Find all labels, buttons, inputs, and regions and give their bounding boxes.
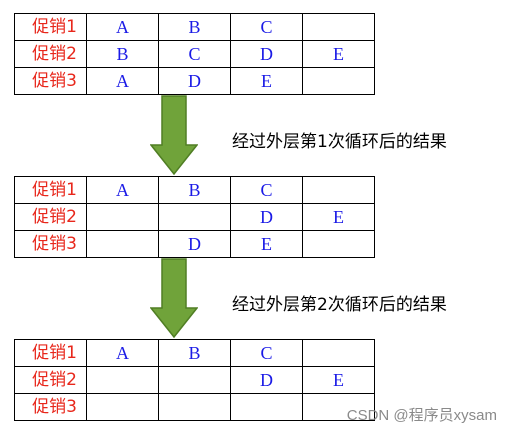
row-label: 促销1 <box>14 339 87 367</box>
cell: C <box>230 339 303 367</box>
row-label: 促销3 <box>14 230 87 258</box>
cell <box>302 13 375 41</box>
cell: D <box>158 230 231 258</box>
cell <box>86 366 159 394</box>
table-row: 促销3 <box>14 393 375 421</box>
caption-loop-1: 经过外层第1次循环后的结果 <box>232 132 447 152</box>
table-row: 促销1 A B C <box>14 339 375 367</box>
table-row: 促销3 D E <box>14 230 375 258</box>
cell <box>86 203 159 231</box>
cell <box>302 339 375 367</box>
cell: B <box>158 13 231 41</box>
cell: C <box>230 176 303 204</box>
cell: C <box>230 13 303 41</box>
table-row: 促销3 A D E <box>14 67 375 95</box>
cell <box>158 393 231 421</box>
cell: D <box>230 40 303 68</box>
row-label: 促销2 <box>14 366 87 394</box>
cell: A <box>86 176 159 204</box>
watermark: CSDN @程序员xysam <box>346 407 497 424</box>
cell: B <box>86 40 159 68</box>
caption-loop-2: 经过外层第2次循环后的结果 <box>232 295 447 315</box>
cell: D <box>230 203 303 231</box>
table-initial: 促销1 A B C 促销2 B C D E 促销3 A D E <box>14 13 375 95</box>
cell: A <box>86 13 159 41</box>
cell <box>86 230 159 258</box>
row-label: 促销3 <box>14 67 87 95</box>
row-label: 促销2 <box>14 40 87 68</box>
table-row: 促销2 D E <box>14 366 375 394</box>
down-arrow-icon <box>150 258 198 338</box>
cell <box>302 230 375 258</box>
cell <box>302 393 375 421</box>
cell: D <box>158 67 231 95</box>
cell: B <box>158 176 231 204</box>
cell <box>302 67 375 95</box>
cell <box>158 366 231 394</box>
table-after-loop-1: 促销1 A B C 促销2 D E 促销3 D E <box>14 176 375 258</box>
cell: A <box>86 67 159 95</box>
cell: E <box>302 40 375 68</box>
row-label: 促销1 <box>14 176 87 204</box>
table-after-loop-2: 促销1 A B C 促销2 D E 促销3 <box>14 339 375 421</box>
down-arrow-icon <box>150 95 198 175</box>
cell: E <box>302 203 375 231</box>
cell: B <box>158 339 231 367</box>
arrow-shape <box>150 95 198 175</box>
cell <box>302 176 375 204</box>
table-row: 促销2 B C D E <box>14 40 375 68</box>
cell: A <box>86 339 159 367</box>
row-label: 促销3 <box>14 393 87 421</box>
cell <box>158 203 231 231</box>
cell: C <box>158 40 231 68</box>
table-row: 促销2 D E <box>14 203 375 231</box>
cell <box>86 393 159 421</box>
cell: D <box>230 366 303 394</box>
cell <box>230 393 303 421</box>
arrow-shape <box>150 258 198 338</box>
cell: E <box>230 67 303 95</box>
cell: E <box>302 366 375 394</box>
cell: E <box>230 230 303 258</box>
table-row: 促销1 A B C <box>14 176 375 204</box>
table-row: 促销1 A B C <box>14 13 375 41</box>
row-label: 促销2 <box>14 203 87 231</box>
row-label: 促销1 <box>14 13 87 41</box>
